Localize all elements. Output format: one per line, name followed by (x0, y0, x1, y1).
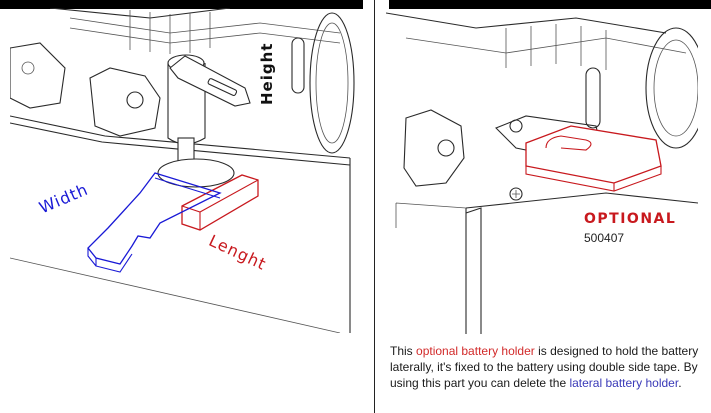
chassis-plate-edge (10, 115, 351, 159)
terminal-plus (512, 190, 520, 198)
width-part-top-edge (154, 177, 221, 199)
optional-tag: OPTIONAL (584, 211, 677, 227)
column-divider (374, 0, 375, 413)
center-post-mount (89, 67, 161, 137)
belt-guard (386, 12, 667, 34)
width-part-thickness (95, 253, 133, 273)
left-bulkhead (10, 42, 66, 109)
chassis-drawing-left (10, 8, 355, 333)
length-part (181, 174, 259, 231)
optional-holder (525, 125, 662, 184)
screw-head (21, 61, 35, 75)
battery-edge (465, 207, 482, 334)
post-hole-r (437, 139, 455, 157)
height-label: Height (258, 42, 276, 105)
top-rule-left (0, 0, 363, 9)
spur-gear (309, 12, 355, 154)
belt-line-r (405, 37, 687, 54)
chassis-floor-line (10, 257, 341, 333)
spur-gear-inner (315, 22, 349, 144)
caption-part2: is designed to hold the battery laterall… (390, 344, 699, 390)
caption-highlight-lateral: lateral battery holder (569, 376, 679, 390)
part-number: 500407 (584, 231, 625, 245)
caption-part1: This (390, 344, 417, 358)
bracket-screw (509, 119, 523, 133)
battery-holder-illustration (386, 8, 698, 334)
caption-part3: . (678, 376, 682, 390)
chassis-drawing-right (386, 12, 698, 334)
width-part (87, 172, 222, 265)
belt-teeth (129, 10, 211, 54)
battery-terminal (509, 187, 523, 201)
chassis-edge-r (395, 202, 467, 228)
caption-highlight-optional: optional battery holder (416, 344, 535, 358)
slot-post-r (585, 67, 601, 129)
width-part-corner (87, 248, 97, 267)
post-hole (126, 91, 144, 109)
caption-text: This optional battery holder is designed… (390, 343, 705, 391)
optional-holder-slot (545, 135, 592, 151)
chassis-plate-edge-lower (10, 122, 351, 166)
servo-arm-text-plate (207, 78, 238, 97)
dimension-illustration (10, 8, 360, 333)
spur-gear-r-inner (653, 39, 698, 137)
post-mount-r (403, 109, 465, 187)
gear-housing (49, 8, 231, 19)
spur-gear-r (645, 27, 698, 149)
belt-line-2 (69, 27, 341, 44)
belt-teeth-r (505, 24, 607, 70)
top-rule-right (389, 0, 711, 9)
slot-post (291, 37, 305, 94)
battery-top-back (465, 192, 698, 209)
belt-line (69, 17, 341, 34)
